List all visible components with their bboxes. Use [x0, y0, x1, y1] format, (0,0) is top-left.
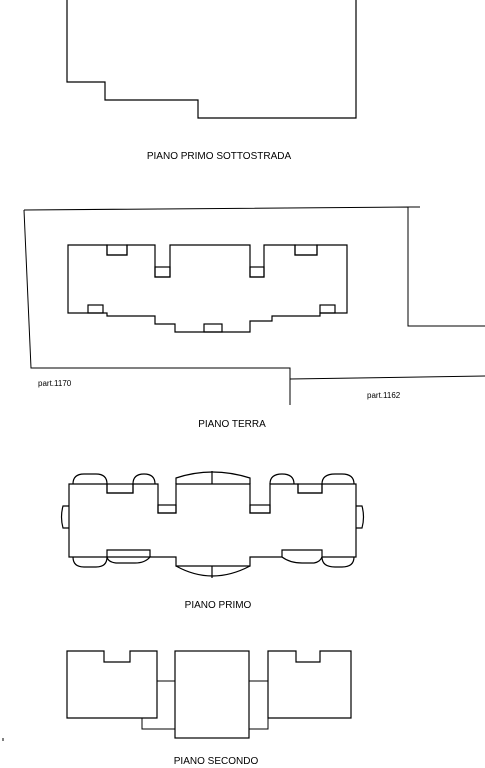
basement-plan — [66, 0, 357, 119]
basement-title: PIANO PRIMO SOTTOSTRADA — [147, 151, 292, 162]
second-floor-plan — [66, 650, 352, 739]
first-title: PIANO PRIMO — [185, 600, 252, 611]
ground-site-boundary — [23, 206, 485, 405]
second-title: PIANO SECONDO — [174, 756, 259, 767]
parcel-label-left: part.1170 — [38, 379, 72, 388]
ground-plan — [67, 244, 348, 333]
first-floor-plan — [60, 471, 365, 578]
ground-title: PIANO TERRA — [198, 419, 266, 430]
parcel-label-right: part.1162 — [367, 391, 401, 400]
